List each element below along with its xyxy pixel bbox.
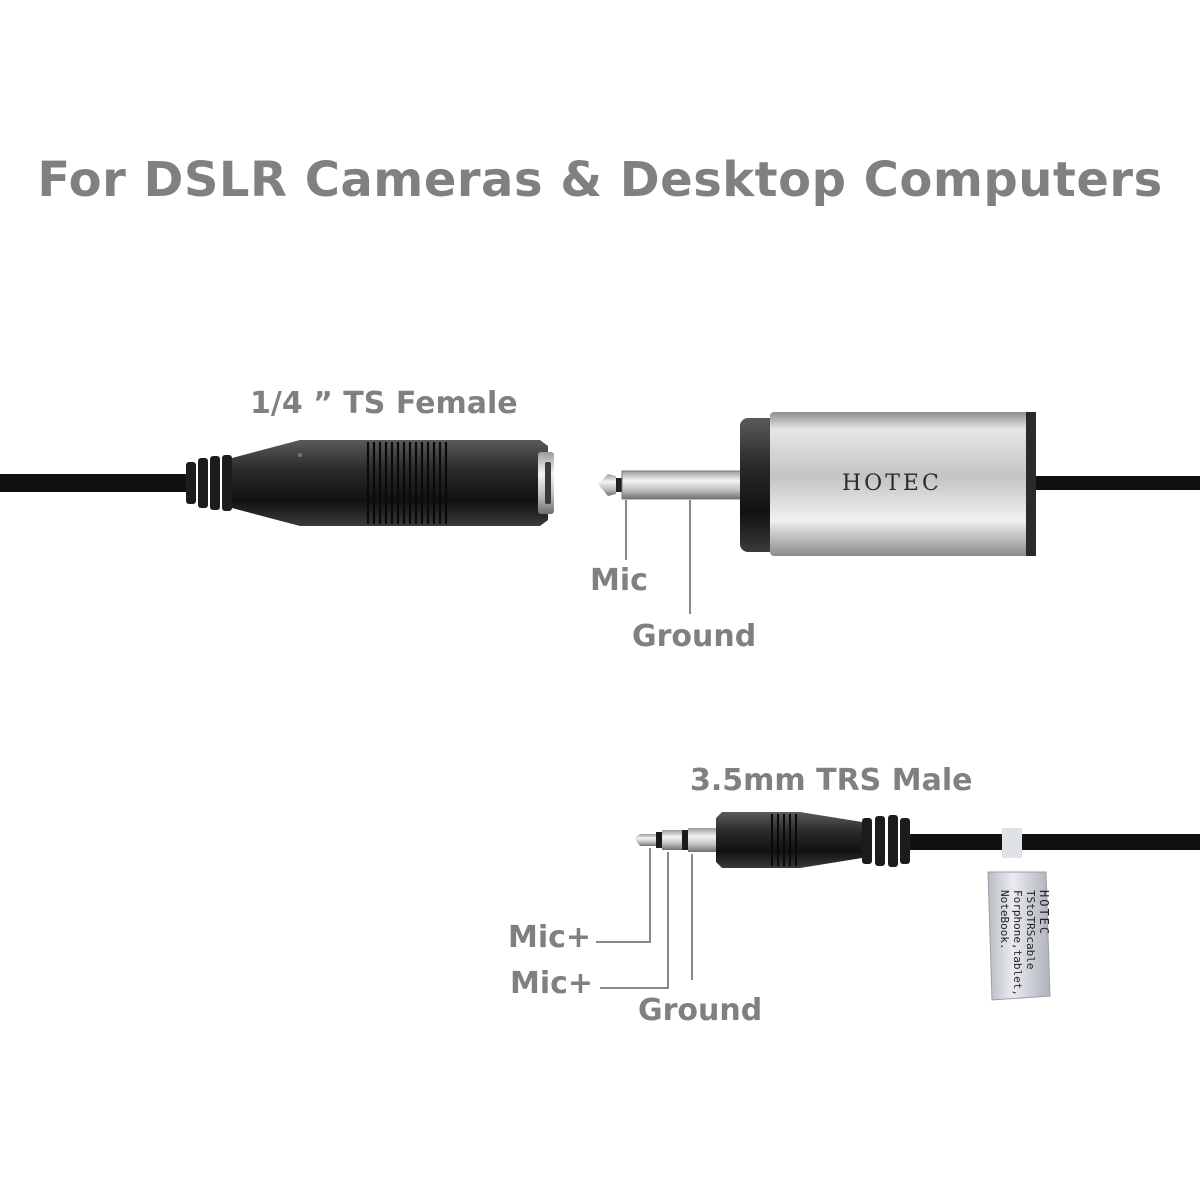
ts-female-connector — [0, 440, 554, 526]
trs-tip — [634, 834, 656, 846]
mic-plus-ring-label: Mic+ — [510, 966, 594, 1001]
tag-line-2: Forphone,tablet, — [1011, 890, 1024, 996]
page-title: For DSLR Cameras & Desktop Computers — [37, 152, 1163, 208]
trs-grip-lines — [771, 814, 797, 866]
strain-relief-ribs — [186, 455, 232, 511]
mic-label: Mic — [590, 563, 648, 598]
trs-male-label: 3.5mm TRS Male — [690, 763, 973, 798]
trs-strain-ribs — [862, 815, 910, 867]
housing-brand: HOTEC — [842, 471, 942, 496]
plug-tip — [598, 474, 616, 496]
tag-brand: HOTEC — [1037, 890, 1051, 936]
female-body — [232, 440, 548, 526]
tag-line-3: NoteBook. — [998, 890, 1011, 950]
ts-female-label: 1/4 ” TS Female — [250, 386, 518, 421]
tag-line-1: TStoTRScable — [1024, 890, 1037, 969]
cable-left — [0, 474, 195, 492]
ground-label-bottom: Ground — [638, 993, 763, 1028]
ground-label-top: Ground — [632, 619, 757, 654]
tag-body — [987, 871, 1051, 1001]
trs-sleeve — [688, 828, 720, 852]
trs-ring — [662, 830, 682, 850]
cable-right — [1036, 476, 1200, 490]
ts-male-plug: HOTEC — [598, 412, 1200, 614]
cable-bottom — [900, 834, 1200, 850]
grip-rings — [366, 442, 448, 524]
silver-housing — [770, 412, 1032, 556]
cable-tag: HOTEC TStoTRScable Forphone,tablet, Note… — [987, 828, 1051, 1001]
plug-shaft — [622, 471, 742, 499]
mic-plus-tip-label: Mic+ — [508, 920, 592, 955]
trs-male-connector — [596, 812, 1200, 989]
